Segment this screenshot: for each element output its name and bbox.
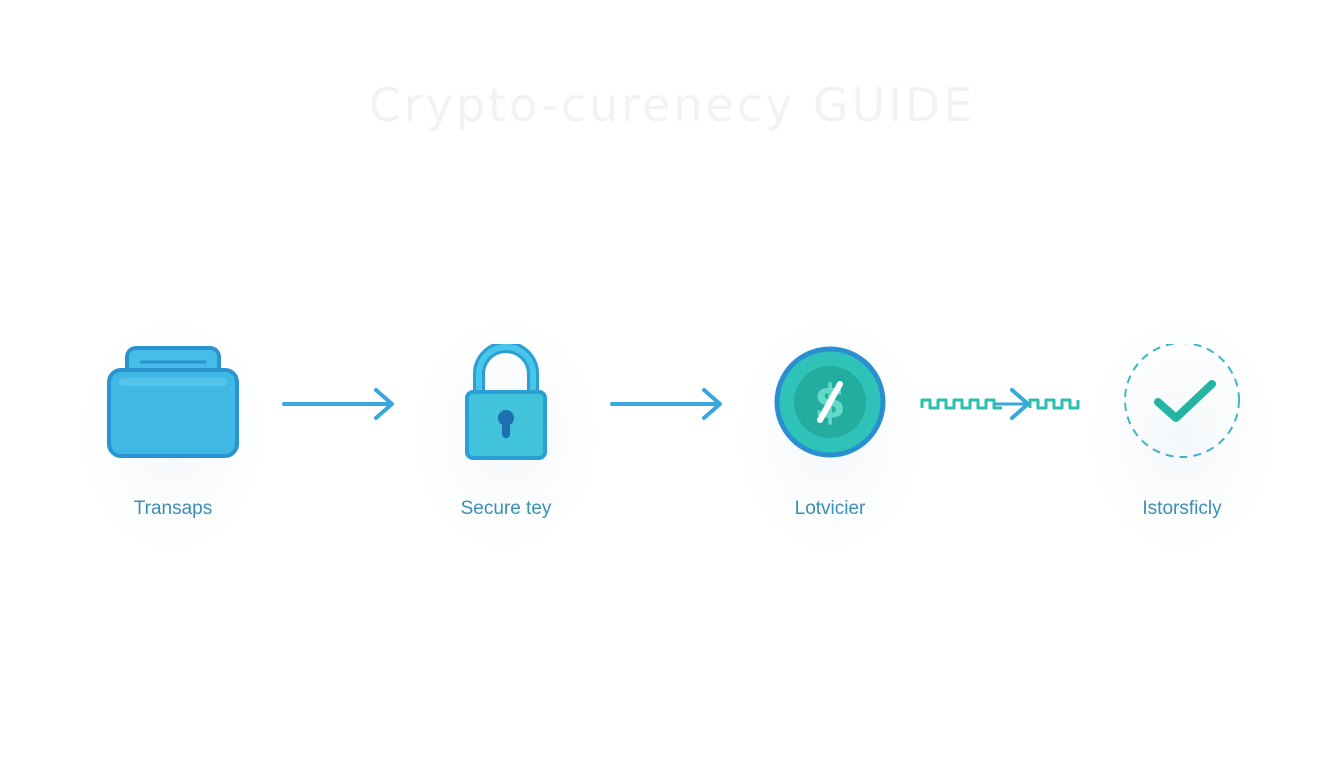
step-label: Transaps [133,498,213,519]
step-secure-key: Secure tey [411,316,601,556]
step-label: Secure tey [460,498,552,519]
checkmark-circle-icon [1122,342,1242,468]
step-lotvicier: $ Lotvicier [735,316,925,556]
page-title: Crypto-curenecy GUIDE [368,78,976,132]
arrow-connector [280,384,400,428]
zigzag-arrow-connector [918,384,1086,428]
step-label: Lotvicier [794,498,866,519]
padlock-icon [461,341,551,468]
wallet-icon [105,344,241,468]
step-istorsficly: Istorsficly [1087,316,1277,556]
dollar-coin-icon: $ [772,344,888,464]
step-transaps: Transaps [78,316,268,556]
step-label: Istorsficly [1142,498,1222,519]
arrow-connector [608,384,728,428]
